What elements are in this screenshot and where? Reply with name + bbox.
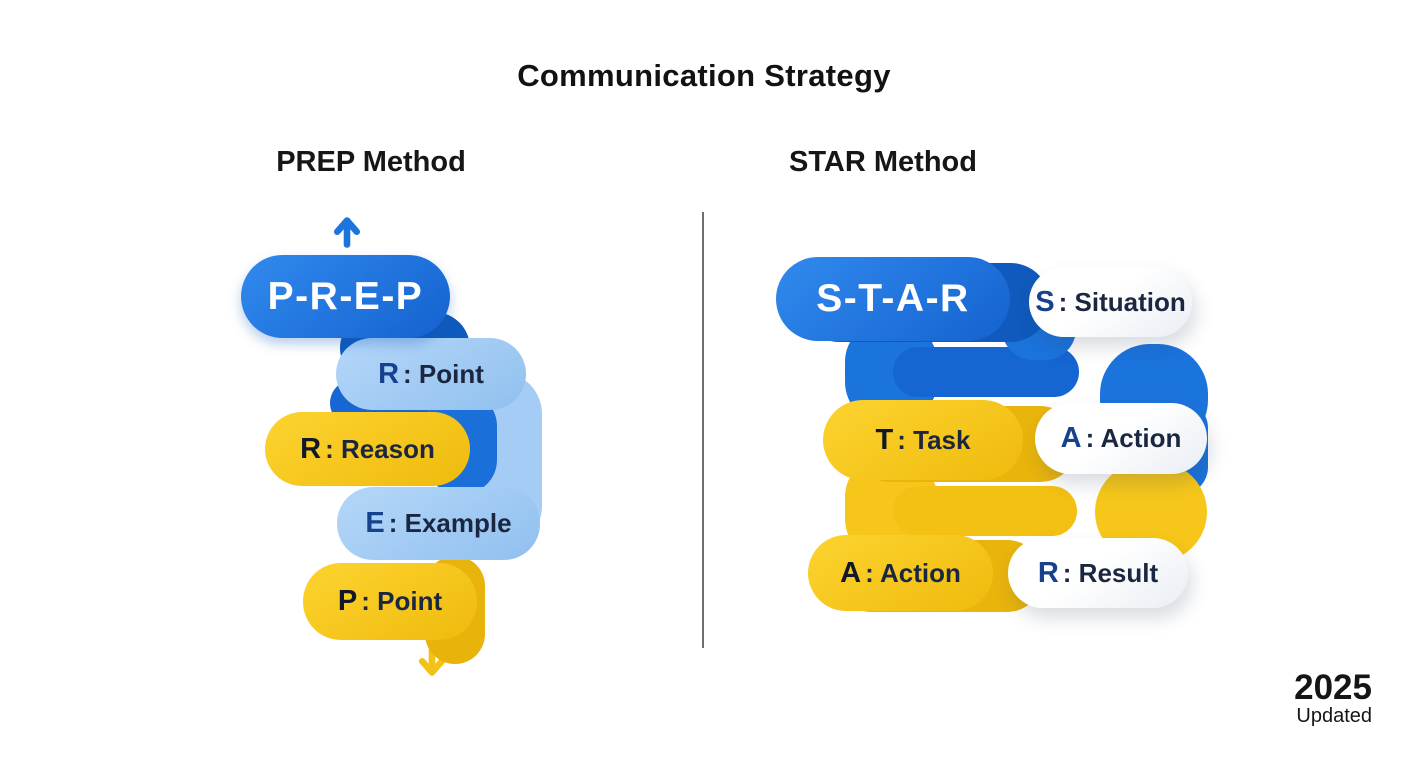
step-letter: T	[875, 423, 894, 456]
step-letter: P	[337, 585, 358, 617]
up-arrow-icon	[329, 213, 365, 254]
prep-step-example: E: Example	[337, 487, 540, 560]
step-letter: E	[365, 507, 385, 539]
step-label: : Result	[1062, 557, 1159, 588]
step-letter: R	[300, 432, 322, 465]
page-title: Communication Strategy	[517, 58, 891, 93]
footer-stamp: 2025 Updated	[1294, 670, 1372, 728]
prep-header-label: P-R-E-P	[267, 274, 424, 318]
step-label: : Situation	[1058, 286, 1186, 317]
prep-header-pill: P-R-E-P	[241, 255, 450, 338]
footer-year: 2025	[1294, 668, 1372, 707]
step-label: : Reason	[325, 433, 435, 464]
step-label: : Action	[865, 557, 961, 588]
step-letter: A	[1060, 422, 1082, 454]
step-label: : Example	[388, 508, 512, 538]
step-letter: R	[1037, 556, 1059, 589]
step-letter: R	[378, 357, 400, 390]
prep-step-point-1: R: Point	[336, 338, 526, 410]
star-step-result: R: Result	[1008, 538, 1188, 608]
footer-note: Updated	[1296, 705, 1372, 727]
step-letter: A	[840, 556, 862, 589]
star-header-label: S-T-A-R	[816, 277, 970, 320]
star-step-task: T: Task	[823, 400, 1023, 480]
step-label: : Point	[361, 586, 443, 616]
star-step-action-white: A: Action	[1035, 403, 1207, 474]
column-divider	[702, 212, 704, 648]
step-label: : Point	[403, 358, 484, 389]
star-step-situation: S: Situation	[1029, 267, 1192, 337]
step-label: : Task	[897, 424, 971, 455]
prep-step-reason: R: Reason	[265, 412, 470, 486]
star-header-pill: S-T-A-R	[776, 257, 1010, 341]
prep-step-point-2: P: Point	[303, 563, 477, 640]
step-label: : Action	[1085, 423, 1182, 453]
step-letter: S	[1035, 285, 1055, 318]
star-method-heading: STAR Method	[789, 146, 977, 178]
prep-method-heading: PREP Method	[276, 146, 466, 178]
star-step-action-yellow: A: Action	[808, 535, 993, 611]
goo-connector	[893, 486, 1077, 536]
